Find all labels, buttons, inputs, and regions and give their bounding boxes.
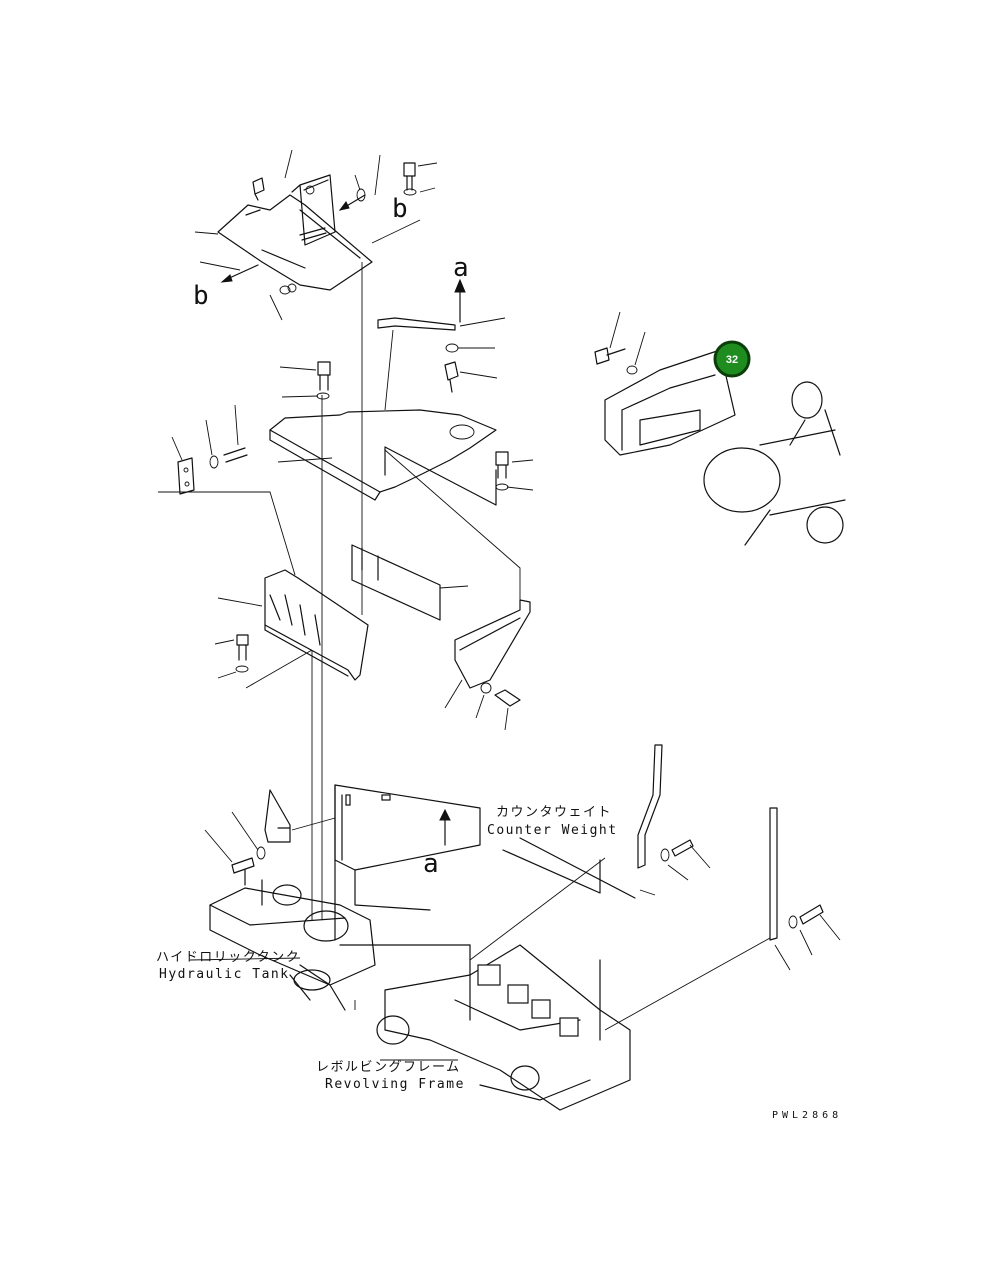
counterweight-label: カウンタウェイト Counter Weight (487, 805, 618, 838)
counterweight-area (334, 744, 711, 941)
reference-b-lower: b (193, 281, 209, 311)
muffler-inset (594, 311, 846, 546)
battery-cover-box (351, 544, 469, 621)
revolving-frame-label-en: Revolving Frame (325, 1077, 465, 1092)
left-small-bracket (158, 404, 296, 576)
revolving-frame-label: レボルビングフレーム Revolving Frame (316, 1060, 465, 1092)
callout-badge-number: 32 (726, 354, 738, 366)
counterweight-label-en: Counter Weight (487, 823, 618, 838)
side-plate-assembly (204, 789, 336, 874)
hydraulic-tank (189, 869, 376, 1011)
callout-badge-32[interactable]: 32 (713, 340, 751, 378)
hydraulic-tank-label: ハイドロリックタンク Hydraulic Tank (156, 950, 300, 982)
hydraulic-tank-label-jp: ハイドロリックタンク (156, 950, 300, 965)
hydraulic-tank-label-en: Hydraulic Tank (159, 967, 290, 982)
middle-cover-plate (269, 361, 534, 506)
revolving-frame (339, 807, 841, 1111)
reference-b-upper: b (392, 194, 408, 224)
right-bracket-plate (384, 449, 531, 731)
drawing-code: PWL2868 (772, 1110, 842, 1121)
link-rod-assembly (377, 278, 506, 411)
reference-a-bottom: a (423, 849, 439, 879)
counterweight-label-jp: カウンタウェイト (496, 805, 612, 820)
top-bracket-assembly (194, 149, 438, 321)
left-bracket-plate (214, 569, 369, 689)
revolving-frame-label-jp: レボルビングフレーム (316, 1060, 461, 1075)
reference-a-top: a (453, 253, 469, 283)
assembly-guide-lines (311, 262, 363, 920)
